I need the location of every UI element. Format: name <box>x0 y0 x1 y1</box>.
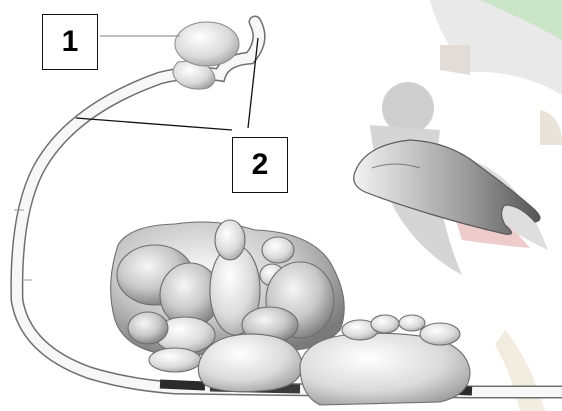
gland-mass <box>111 220 345 355</box>
label-1-text: 1 <box>62 25 79 59</box>
leader-line-2b <box>76 118 232 130</box>
label-2-text: 2 <box>252 148 269 182</box>
sac-structure <box>173 22 239 89</box>
label-box-1: 1 <box>42 14 98 70</box>
label-box-2: 2 <box>232 137 288 193</box>
